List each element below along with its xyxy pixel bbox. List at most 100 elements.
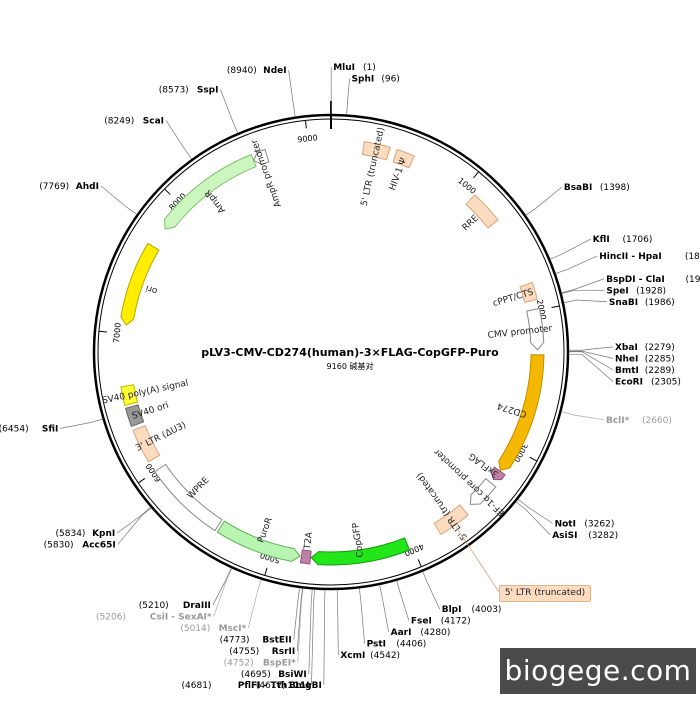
site-leader-line <box>248 580 261 629</box>
site-name: ScaI <box>143 116 164 126</box>
site-pflfi-tth111i[interactable]: PflFI - Tth111I(4681) <box>182 681 310 691</box>
site-noti[interactable]: NotI(3262) <box>555 519 615 529</box>
site-position: (4681) <box>182 681 212 691</box>
site-hincii-hpai[interactable]: HincII - HpaI(1800) <box>599 252 700 262</box>
tick-label: 9000 <box>297 133 318 144</box>
site-position: (1800) <box>685 252 700 262</box>
site-aari[interactable]: AarI(4280) <box>391 628 451 638</box>
feature-label: cPPT/CTS <box>492 287 535 309</box>
site-position: (4752) <box>224 659 254 669</box>
site-name: BspDI - ClaI <box>606 275 665 285</box>
site-leader-line <box>298 588 303 662</box>
plasmid-name: pLV3-CMV-CD274(human)-3×FLAG-CopGFP-Puro <box>201 346 499 359</box>
site-psti[interactable]: PstI(4406) <box>367 640 427 650</box>
ltr-external-label[interactable]: 5' LTR (truncated) <box>499 585 591 602</box>
site-position: (8940) <box>227 66 257 76</box>
site-name: SpeI <box>606 286 628 296</box>
site-bmti[interactable]: BmtI(2289) <box>615 366 675 376</box>
site-position: (4542) <box>370 651 400 661</box>
site-position: (3262) <box>584 519 614 529</box>
site-fsei[interactable]: FseI (4172) <box>411 617 471 627</box>
site-xcmi[interactable]: XcmI (4542) <box>340 651 400 661</box>
tick-label: 1000 <box>456 176 477 196</box>
site-name: CsiI - SexAI* <box>150 613 212 623</box>
site-name: FseI <box>411 617 432 627</box>
site-leader-line <box>556 256 598 274</box>
site-name: KflI <box>593 235 610 245</box>
site-leader-line <box>526 187 562 215</box>
site-scai[interactable]: ScaI(8249) <box>104 116 164 126</box>
site-xbai[interactable]: XbaI(2279) <box>615 343 675 353</box>
site-name: SfiI <box>42 424 59 434</box>
plasmid-size: 9160 碱基对 <box>327 361 374 371</box>
site-leader-line <box>117 507 150 533</box>
site-kfli[interactable]: KflI(1706) <box>593 235 653 245</box>
feature-t2a[interactable] <box>300 550 311 564</box>
site-nhei[interactable]: NheI(2285) <box>615 354 675 364</box>
site-name: BclI* <box>606 416 630 426</box>
site-name: SspI <box>197 86 219 96</box>
site-bsteii[interactable]: BstEII(4773) <box>220 636 292 646</box>
site-rsrii[interactable]: RsrII(4755) <box>229 647 295 657</box>
site-kpni[interactable]: KpnI(5834) <box>56 529 116 539</box>
feature-label: PuroR <box>256 516 275 544</box>
feature-label: CD274 <box>496 400 528 419</box>
site-ndei[interactable]: NdeI(8940) <box>227 66 287 76</box>
tick-label: 7000 <box>112 322 123 343</box>
feature-label: ori <box>145 282 159 295</box>
site-position: (4003) <box>472 605 502 615</box>
site-position: (4406) <box>396 640 426 650</box>
site-position: (5206) <box>96 613 126 623</box>
tick-mark <box>474 172 479 178</box>
site-sfii[interactable]: SfiI (6454) <box>0 424 58 434</box>
site-position: (96) <box>381 75 399 85</box>
tick-mark <box>165 189 171 195</box>
site-ahdi[interactable]: AhdI(7769) <box>39 182 99 192</box>
site-position: (4172) <box>441 617 471 627</box>
site-blpi[interactable]: BlpI(4003) <box>442 605 502 615</box>
site-msci-[interactable]: MscI*(5014) <box>180 624 246 634</box>
site-sphi[interactable]: SphI(96) <box>352 75 400 85</box>
site-position: (4755) <box>229 647 259 657</box>
site-leader-line <box>118 508 151 545</box>
site-name: SnaBI <box>609 298 638 308</box>
site-position: (2279) <box>645 343 675 353</box>
site-snabi[interactable]: SnaBI(1986) <box>609 298 675 308</box>
site-draiii[interactable]: DraIII(5210) <box>139 601 211 611</box>
site-name: BmtI <box>615 366 639 376</box>
site-name: EcoRI <box>615 377 643 387</box>
site-position: (1928) <box>636 286 666 296</box>
tick-mark <box>138 478 145 482</box>
site-bspdi-clai[interactable]: BspDI - ClaI(1923) <box>606 275 700 285</box>
site-position: (2660) <box>642 416 672 426</box>
site-position: (5210) <box>139 601 169 611</box>
site-leader-line <box>60 419 102 428</box>
site-leader-line <box>289 70 296 116</box>
site-csii-sexai-[interactable]: CsiI - SexAI* (5206) <box>96 613 212 623</box>
site-asisi[interactable]: AsiSI(3282) <box>552 531 618 541</box>
site-acc65i[interactable]: Acc65I(5830) <box>44 540 116 550</box>
site-mlui[interactable]: MluI(1) <box>333 63 376 73</box>
site-position: (3282) <box>588 531 618 541</box>
site-bsabi[interactable]: BsaBI(1398) <box>564 183 630 193</box>
site-name: XcmI <box>340 651 365 661</box>
site-ecori[interactable]: EcoRI (2305) <box>615 377 681 387</box>
site-name: BsiWI <box>278 670 307 680</box>
site-bcli-[interactable]: BclI* (2660) <box>606 416 672 426</box>
feature-label: T2A <box>303 531 315 551</box>
site-bsiwi[interactable]: BsiWI (4695) <box>241 670 307 680</box>
tick-mark <box>552 306 560 308</box>
tick-mark <box>265 568 267 576</box>
site-position: (2305) <box>651 377 681 387</box>
site-leader-line <box>397 581 409 621</box>
site-sspi[interactable]: SspI(8573) <box>159 86 219 96</box>
feature-label: AmpR promoter <box>250 138 284 209</box>
site-leader-line <box>101 186 137 214</box>
site-position: (6454) <box>0 424 29 434</box>
ltr-external-leader <box>456 527 499 592</box>
site-spei[interactable]: SpeI (1928) <box>606 286 666 296</box>
site-bspei-[interactable]: BspEI*(4752) <box>224 659 296 669</box>
feature-label: 5' LTR (truncated) <box>360 126 387 207</box>
site-position: (4695) <box>241 670 271 680</box>
